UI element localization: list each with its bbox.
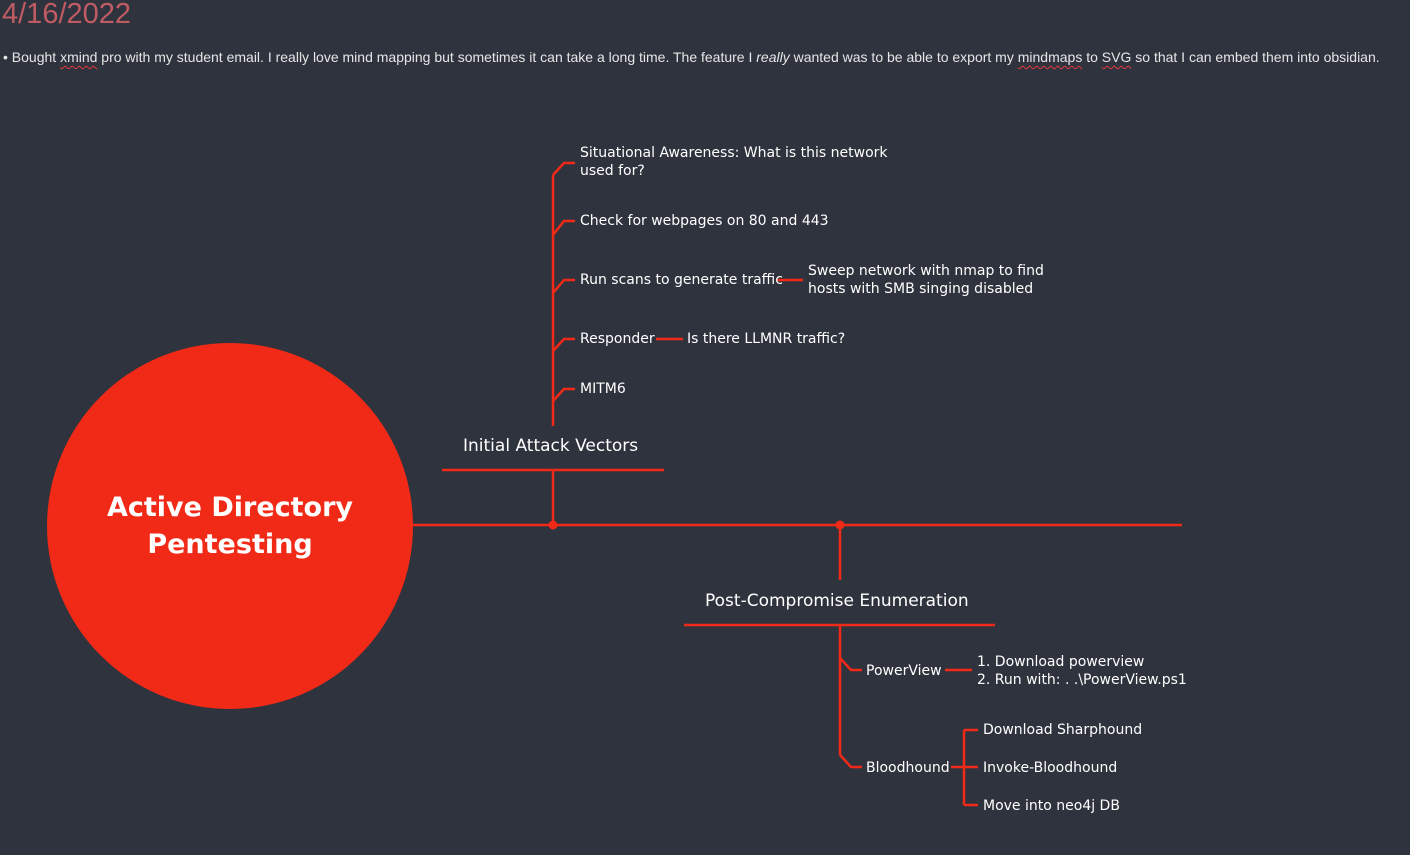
subtopic-move-into-neo4j[interactable]: Move into neo4j DB [983,798,1120,814]
topic-powerview[interactable]: PowerView [866,663,942,679]
connector-webpages [552,219,575,236]
connector-situational [552,161,575,176]
note-text-4: to [1082,49,1102,65]
connector-scans [552,278,575,294]
note-paragraph: • Bought xmind pro with my student email… [3,49,1380,65]
topic-check-webpages[interactable]: Check for webpages on 80 and 443 [580,213,829,229]
note-text-2: pro with my student email. I really love… [97,49,757,65]
page-date: 4/16/2022 [2,0,132,30]
topic-run-scans[interactable]: Run scans to generate traffic [580,272,783,288]
junction-dot-initial [548,520,558,530]
note-text-1: Bought [11,49,61,65]
central-topic-circle[interactable] [47,343,413,709]
topic-mitm6[interactable]: MITM6 [580,381,626,397]
connector-responder [552,337,575,352]
note-word-mindmaps: mindmaps [1017,49,1083,65]
subtopic-sweep-network[interactable]: Sweep network with nmap to find hosts wi… [808,263,1044,297]
note-bullet: • [3,49,12,65]
topic-responder[interactable]: Responder [580,331,655,347]
note-emphasis: really [756,49,790,65]
note-word-svg: SVG [1101,49,1132,65]
connector-powerview [839,657,862,672]
topic-situational-awareness[interactable]: Situational Awareness: What is this netw… [580,145,888,179]
note-word-xmind: xmind [60,49,98,65]
note-text-5: so that I can embed them into obsidian. [1131,49,1380,65]
subtopic-llmnr-traffic[interactable]: Is there LLMNR traffic? [687,331,846,347]
subtopic-powerview-steps[interactable]: 1. Download powerview 2. Run with: . .\P… [977,654,1187,688]
topic-bloodhound[interactable]: Bloodhound [866,760,950,776]
subtopic-invoke-bloodhound[interactable]: Invoke-Bloodhound [983,760,1118,776]
branch-post-compromise-enumeration[interactable]: Post-Compromise Enumeration [705,591,969,611]
connector-mitm6 [552,387,575,402]
junction-dot-post [835,520,845,530]
central-topic[interactable]: Active Directory Pentesting [106,492,354,560]
connector-bloodhound [839,754,862,769]
note-text-3: wanted was to be able to export my [789,49,1018,65]
branch-initial-attack-vectors[interactable]: Initial Attack Vectors [463,436,639,456]
subtopic-download-sharphound[interactable]: Download Sharphound [983,722,1143,738]
